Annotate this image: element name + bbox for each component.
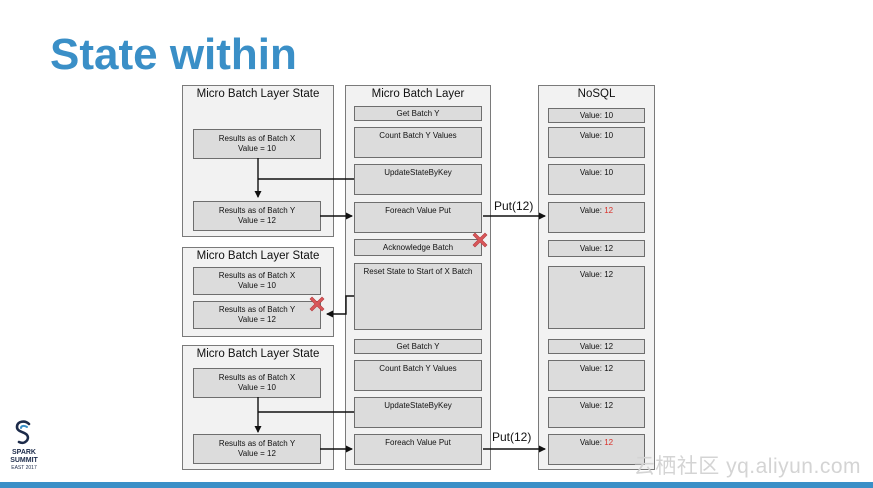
nosql-row-1: Value: 10 bbox=[548, 108, 645, 123]
nosql-row-9: Value: 12 bbox=[548, 397, 645, 428]
nosql-row-7: Value: 12 bbox=[548, 339, 645, 354]
micro-batch-panel-title: Micro Batch Layer bbox=[371, 88, 465, 100]
state-top-batch-y-value: Value = 12 bbox=[238, 216, 276, 225]
nosql-row-9-value: 12 bbox=[604, 401, 614, 410]
bottom-accent-bar bbox=[0, 482, 873, 488]
state-mid-batch-x-value: Value = 10 bbox=[238, 281, 276, 290]
nosql-row-8: Value: 12 bbox=[548, 360, 645, 391]
step-get-batch-y-2: Get Batch Y bbox=[354, 339, 482, 354]
step-foreach-put-2: Foreach Value Put bbox=[354, 434, 482, 465]
nosql-row-3: Value: 10 bbox=[548, 164, 645, 195]
state-bottom-batch-y-box: Results as of Batch Y Value = 12 bbox=[193, 434, 321, 464]
step-count-batch-y: Count Batch Y Values bbox=[354, 127, 482, 158]
state-bottom-batch-y-value: Value = 12 bbox=[238, 449, 276, 458]
nosql-row-2: Value: 10 bbox=[548, 127, 645, 158]
state-mid-batch-x-label: Results as of Batch X bbox=[218, 271, 296, 280]
nosql-row-8-prefix: Value: bbox=[579, 364, 605, 373]
slide-title: State within bbox=[50, 30, 297, 79]
watermark: 云栖社区 yq.aliyun.com bbox=[633, 455, 861, 478]
state-mid-batch-y-label: Results as of Batch Y bbox=[218, 305, 296, 314]
spark-logo-icon bbox=[15, 420, 31, 445]
nosql-row-5-value: 12 bbox=[604, 244, 614, 253]
step-count-batch-y-2: Count Batch Y Values bbox=[354, 360, 482, 391]
nosql-row-6-prefix: Value: bbox=[579, 270, 605, 279]
spark-summit-logo: SPARK SUMMIT EAST 2017 bbox=[6, 420, 42, 471]
nosql-row-6-value: 12 bbox=[604, 270, 614, 279]
nosql-row-10: Value: 12 bbox=[548, 434, 645, 465]
nosql-panel: NoSQL Value: 10 Value: 10 Value: 10 Valu… bbox=[538, 85, 655, 470]
put-label-bottom: Put(12) bbox=[492, 430, 532, 444]
state-top-batch-y-box: Results as of Batch Y Value = 12 bbox=[193, 201, 321, 231]
nosql-row-5: Value: 12 bbox=[548, 240, 645, 257]
state-panel-mid: Micro Batch Layer State Results as of Ba… bbox=[182, 247, 334, 337]
nosql-row-4-prefix: Value: bbox=[579, 206, 605, 215]
nosql-row-7-value: 12 bbox=[604, 342, 614, 351]
nosql-row-10-prefix: Value: bbox=[579, 438, 605, 447]
state-top-batch-x-value: Value = 10 bbox=[238, 144, 276, 153]
state-top-batch-y-label: Results as of Batch Y bbox=[218, 206, 296, 215]
nosql-row-2-prefix: Value: bbox=[579, 131, 605, 140]
nosql-row-1-value: 10 bbox=[604, 111, 614, 120]
state-bottom-batch-x-box: Results as of Batch X Value = 10 bbox=[193, 368, 321, 398]
step-get-batch-y: Get Batch Y bbox=[354, 106, 482, 121]
step-reset-state: Reset State to Start of X Batch bbox=[354, 263, 482, 330]
nosql-row-4-value: 12 bbox=[604, 206, 614, 215]
step-update-state-2: UpdateStateByKey bbox=[354, 397, 482, 428]
state-mid-batch-y-box: Results as of Batch Y Value = 12 bbox=[193, 301, 321, 329]
nosql-row-9-prefix: Value: bbox=[579, 401, 605, 410]
nosql-row-5-prefix: Value: bbox=[579, 244, 605, 253]
step-acknowledge-batch: Acknowledge Batch bbox=[354, 239, 482, 256]
state-top-batch-x-label: Results as of Batch X bbox=[218, 134, 296, 143]
nosql-row-10-value: 12 bbox=[604, 438, 614, 447]
logo-line-3: EAST 2017 bbox=[11, 465, 37, 471]
nosql-panel-title: NoSQL bbox=[577, 88, 616, 100]
nosql-row-3-prefix: Value: bbox=[579, 168, 605, 177]
state-panel-top-title: Micro Batch Layer State bbox=[196, 88, 320, 100]
nosql-row-3-value: 10 bbox=[604, 168, 614, 177]
failure-x-icon-state bbox=[309, 296, 325, 312]
state-top-batch-x-box: Results as of Batch X Value = 10 bbox=[193, 129, 321, 159]
put-label-top: Put(12) bbox=[494, 199, 534, 213]
state-bottom-batch-x-label: Results as of Batch X bbox=[218, 373, 296, 382]
logo-line-2: SUMMIT bbox=[10, 457, 38, 464]
failure-x-icon-acknowledge bbox=[472, 232, 488, 248]
state-mid-batch-x-box: Results as of Batch X Value = 10 bbox=[193, 267, 321, 295]
state-panel-bottom: Micro Batch Layer State Results as of Ba… bbox=[182, 345, 334, 470]
nosql-row-7-prefix: Value: bbox=[579, 342, 605, 351]
nosql-row-8-value: 12 bbox=[604, 364, 614, 373]
state-panel-mid-title: Micro Batch Layer State bbox=[196, 250, 320, 262]
state-bottom-batch-y-label: Results as of Batch Y bbox=[218, 439, 296, 448]
step-update-state: UpdateStateByKey bbox=[354, 164, 482, 195]
logo-line-1: SPARK bbox=[12, 449, 36, 456]
state-panel-top: Micro Batch Layer State Results as of Ba… bbox=[182, 85, 334, 237]
state-panel-bottom-title: Micro Batch Layer State bbox=[196, 348, 320, 360]
state-mid-batch-y-value: Value = 12 bbox=[238, 315, 276, 324]
state-bottom-batch-x-value: Value = 10 bbox=[238, 383, 276, 392]
micro-batch-panel: Micro Batch Layer Get Batch Y Count Batc… bbox=[345, 85, 491, 470]
nosql-row-4: Value: 12 bbox=[548, 202, 645, 233]
nosql-row-6: Value: 12 bbox=[548, 266, 645, 329]
step-foreach-put: Foreach Value Put bbox=[354, 202, 482, 233]
nosql-row-1-prefix: Value: bbox=[579, 111, 605, 120]
nosql-row-2-value: 10 bbox=[604, 131, 614, 140]
